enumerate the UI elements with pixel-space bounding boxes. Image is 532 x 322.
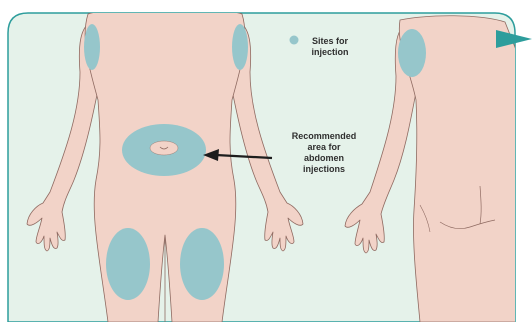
site-left-thigh xyxy=(106,228,150,300)
abdomen-callout-label: Recommended area for abdomen injections xyxy=(268,131,380,175)
site-front-right-upper-arm xyxy=(232,24,248,70)
site-front-left-upper-arm xyxy=(84,24,100,70)
legend-marker xyxy=(290,36,299,45)
site-back-upper-arm xyxy=(398,29,426,77)
site-right-thigh xyxy=(180,228,224,300)
legend-label: Sites for injection xyxy=(300,36,360,58)
navel-area xyxy=(150,141,178,155)
